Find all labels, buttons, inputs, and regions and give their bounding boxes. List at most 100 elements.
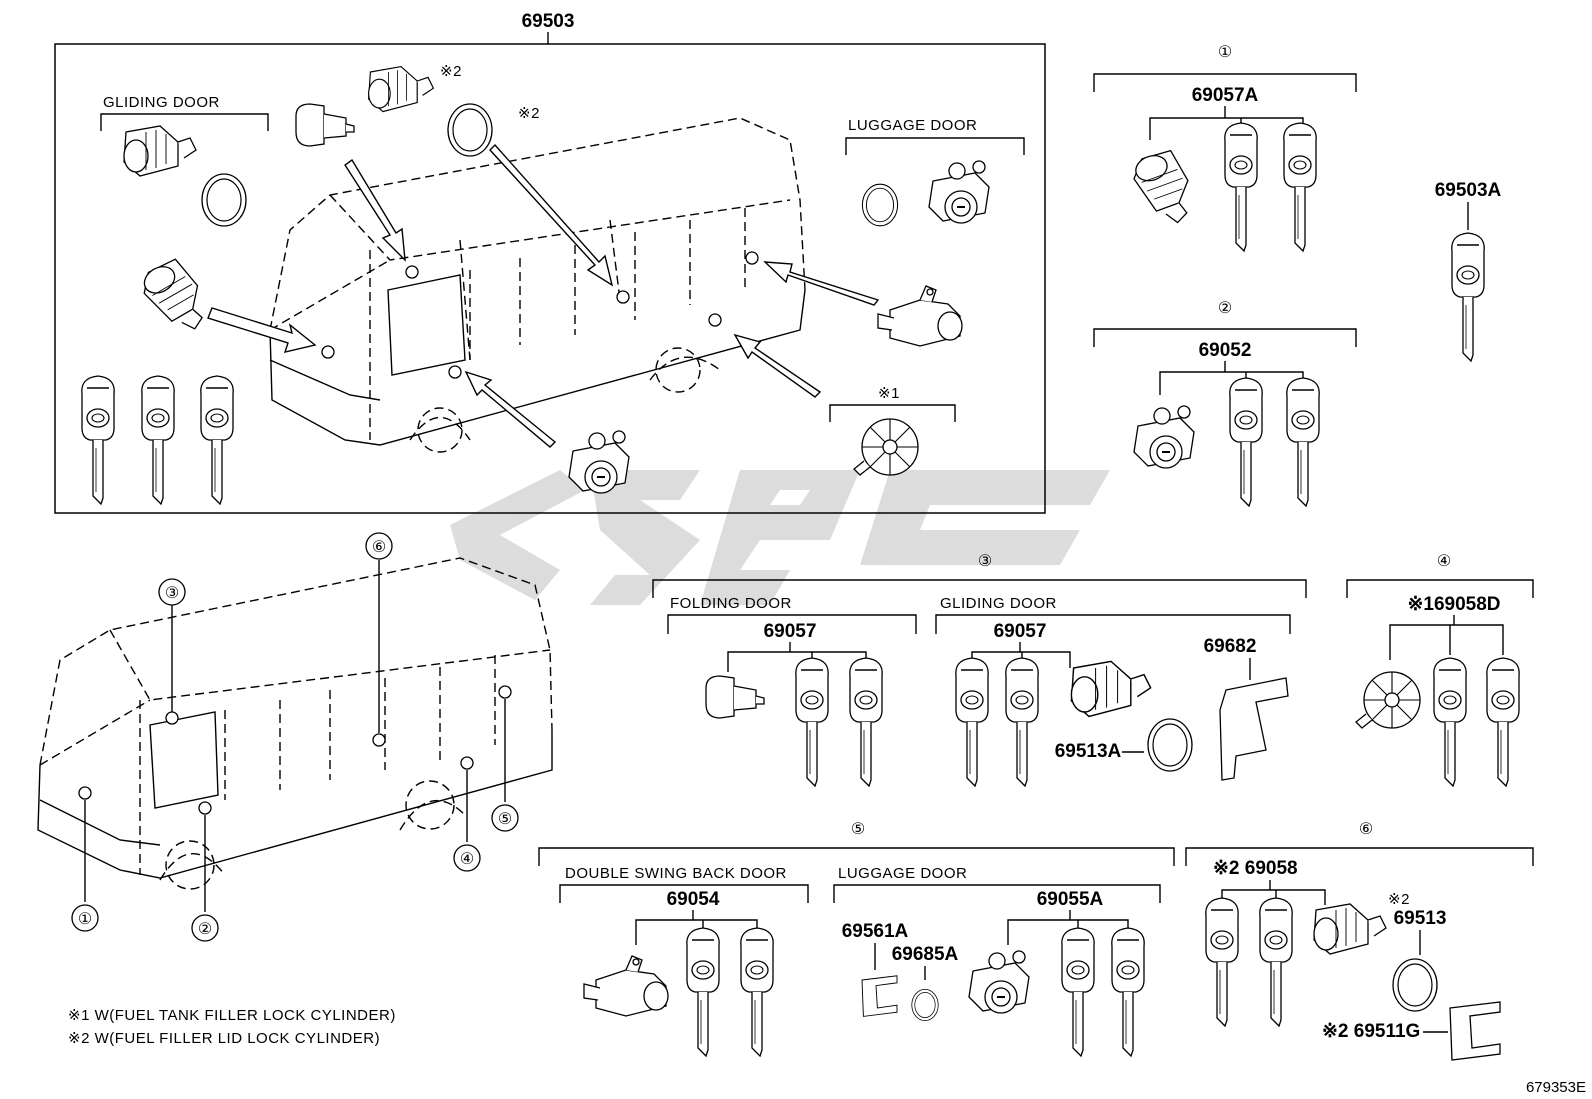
key-part bbox=[955, 657, 989, 787]
group-2: ② 69052 bbox=[1093, 300, 1357, 507]
vehicle-callout-2: ② bbox=[198, 921, 212, 938]
part-69513-number: 69513 bbox=[1394, 908, 1447, 929]
key-part bbox=[1286, 377, 1320, 507]
group-6-callout: ⑥ bbox=[1359, 821, 1373, 838]
vehicle-overview: ① ② ③ ④ ⑤ ⑥ bbox=[37, 532, 553, 942]
key-part bbox=[1486, 657, 1520, 787]
group-4-callout: ④ bbox=[1437, 553, 1451, 570]
group-1-callout: ① bbox=[1218, 44, 1232, 61]
clip-part-69561a bbox=[861, 975, 898, 1017]
assembly-luggage-door-label: LUGGAGE DOOR bbox=[848, 117, 977, 134]
note-mark-2b: ※2 bbox=[518, 105, 540, 122]
double-swing-back-door-part-number: 69054 bbox=[667, 889, 720, 910]
folding-door-cylinder-part bbox=[705, 675, 765, 719]
group-5-callout: ⑤ bbox=[851, 821, 865, 838]
key-part bbox=[1061, 927, 1095, 1057]
note-1: ※1 W(FUEL TANK FILLER LOCK CYLINDER) bbox=[68, 1007, 396, 1024]
key-part bbox=[1111, 927, 1145, 1057]
vehicle-callout-6: ⑥ bbox=[372, 539, 386, 556]
note-mark-2a: ※2 bbox=[440, 63, 462, 80]
packing-ring-part bbox=[911, 989, 939, 1021]
double-swing-back-door-label: DOUBLE SWING BACK DOOR bbox=[565, 865, 787, 882]
vehicle-callout-1: ① bbox=[78, 911, 92, 928]
vehicle-callout-3: ③ bbox=[165, 585, 179, 602]
part-69682-number: 69682 bbox=[1204, 636, 1257, 657]
door-lock-cylinder-part bbox=[123, 125, 197, 177]
group-2-part-number: 69052 bbox=[1199, 340, 1252, 361]
door-lock-part bbox=[1133, 405, 1195, 469]
key-part bbox=[686, 927, 720, 1057]
gliding-door-part-number: 69057 bbox=[994, 621, 1047, 642]
key-part bbox=[1205, 897, 1239, 1027]
key-part bbox=[1433, 657, 1467, 787]
group-3-callout: ③ bbox=[978, 553, 992, 570]
assembly-arrows bbox=[207, 143, 880, 448]
group-6: ⑥ ※2 69058 ※2 69513 ※2 69511G bbox=[1185, 821, 1534, 1061]
fuel-lid-cylinder-part bbox=[368, 66, 434, 113]
assembly-part-number: 69503 bbox=[522, 11, 575, 32]
door-lock-cylinder-part bbox=[1070, 660, 1152, 718]
luggage-door-part-number: 69055A bbox=[1037, 889, 1104, 910]
part-69685a-number: 69685A bbox=[892, 944, 959, 965]
luggage-lock-part bbox=[928, 160, 990, 224]
vehicle-callout-4: ④ bbox=[460, 851, 474, 868]
key-part bbox=[1229, 377, 1263, 507]
fuel-lid-cylinder-part bbox=[1313, 903, 1387, 955]
group-3: ③ FOLDING DOOR 69057 GLIDING DOOR 69057 … bbox=[652, 553, 1307, 787]
assembly-gliding-door-label: GLIDING DOOR bbox=[103, 94, 220, 111]
gliding-door-label: GLIDING DOOR bbox=[940, 595, 1057, 612]
fuel-tank-cap-part bbox=[1355, 671, 1421, 729]
back-door-handle-part bbox=[583, 955, 669, 1017]
luggage-door-label: LUGGAGE DOOR bbox=[838, 865, 967, 882]
key-part bbox=[849, 657, 883, 787]
key-part bbox=[1283, 122, 1317, 252]
packing-ring-part bbox=[1147, 718, 1193, 772]
illustration-id: 679353E bbox=[1526, 1079, 1586, 1096]
folding-door-part-number: 69057 bbox=[764, 621, 817, 642]
key-part bbox=[795, 657, 829, 787]
fuel-tank-cap-part bbox=[853, 418, 919, 476]
clip-part-69511g bbox=[1449, 1001, 1501, 1061]
ignition-cylinder-part bbox=[135, 253, 217, 343]
group-1: ① 69057A bbox=[1093, 44, 1357, 252]
part-69511g-number: ※2 69511G bbox=[1322, 1021, 1420, 1042]
key-part bbox=[740, 927, 774, 1057]
fuel-lid-ring-part bbox=[1392, 958, 1438, 1012]
part-69513-mark: ※2 bbox=[1388, 891, 1410, 908]
spare-key-group: 69503A bbox=[1435, 180, 1502, 362]
group-4-part-number: ※169058D bbox=[1407, 594, 1500, 615]
group-2-callout: ② bbox=[1218, 300, 1232, 317]
vehicle-callout-5: ⑤ bbox=[498, 811, 512, 828]
part-69058-number: ※2 69058 bbox=[1213, 858, 1298, 879]
group-4: ④ ※169058D bbox=[1346, 553, 1534, 787]
key-part bbox=[1005, 657, 1039, 787]
folding-door-cylinder-part bbox=[295, 103, 355, 147]
folding-door-label: FOLDING DOOR bbox=[670, 595, 792, 612]
note-2: ※2 W(FUEL FILLER LID LOCK CYLINDER) bbox=[68, 1030, 380, 1047]
ignition-cylinder-part bbox=[1127, 146, 1201, 233]
watermark bbox=[450, 470, 1110, 605]
part-69513a-number: 69513A bbox=[1055, 741, 1122, 762]
key-part bbox=[141, 375, 175, 505]
assembly-69503: 69503 GLIDING DOOR ※2 ※2 LUGGAGE DOOR ※1 bbox=[54, 11, 1046, 514]
packing-ring-part bbox=[201, 173, 247, 227]
key-part bbox=[1224, 122, 1258, 252]
spare-key-part-number: 69503A bbox=[1435, 180, 1502, 201]
key-part bbox=[1451, 232, 1485, 362]
key-part bbox=[200, 375, 234, 505]
assembly-bus-drawing bbox=[269, 117, 806, 453]
luggage-ring-part bbox=[861, 183, 899, 227]
note-mark-1: ※1 bbox=[878, 385, 900, 402]
group-1-part-number: 69057A bbox=[1192, 85, 1259, 106]
back-door-handle-part bbox=[877, 285, 963, 347]
fuel-lid-ring-part bbox=[447, 103, 493, 157]
clip-part-69682 bbox=[1219, 677, 1289, 781]
assembly-frame bbox=[54, 43, 1046, 514]
key-part bbox=[1259, 897, 1293, 1027]
part-69561a-number: 69561A bbox=[842, 921, 909, 942]
luggage-lock-part bbox=[968, 950, 1030, 1014]
side-door-lock-part bbox=[568, 430, 630, 494]
group-5: ⑤ DOUBLE SWING BACK DOOR 69054 LUGGAGE D… bbox=[538, 821, 1175, 1057]
key-part bbox=[81, 375, 115, 505]
